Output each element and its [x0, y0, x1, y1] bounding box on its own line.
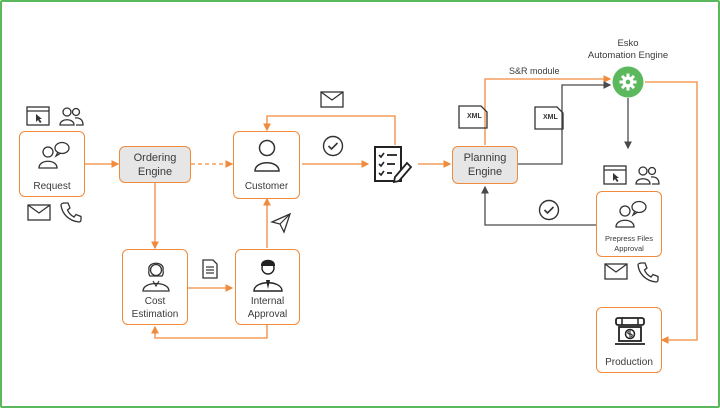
users-icon — [59, 107, 84, 126]
phone-icon — [60, 202, 82, 223]
sr-module-label: S&R module — [509, 66, 560, 76]
node-cost-estimation-label: Cost Estimation — [131, 296, 179, 320]
phone-icon — [637, 262, 659, 283]
businesswoman-icon — [142, 262, 170, 292]
businessman-icon — [253, 259, 283, 292]
node-internal-approval-label: Internal Approval — [247, 296, 288, 320]
edge-internal-cost-loop — [151, 325, 268, 339]
node-customer: Customer — [233, 131, 300, 199]
paper-plane-icon — [270, 212, 292, 234]
users-icon — [635, 166, 660, 185]
edge-checklist-customer — [263, 115, 396, 145]
xml-left-label: XML — [467, 113, 482, 120]
node-prepress-files-approval-label: Prepress Files Approval — [605, 234, 653, 253]
node-production: Production — [596, 307, 662, 373]
checkmark-icon — [538, 199, 560, 221]
edge-esko-production — [645, 81, 698, 344]
node-production-label: Production — [605, 357, 653, 368]
person-icon — [254, 139, 280, 172]
edge-planning-esko-xml — [518, 81, 612, 165]
xml-file-icon: XML — [458, 105, 488, 129]
xml-right-label: XML — [543, 114, 558, 121]
document-icon — [202, 259, 218, 279]
gear-icon — [612, 66, 644, 98]
esko-automation-engine-label: Esko Automation Engine — [587, 38, 669, 61]
node-ordering-engine: Ordering Engine — [119, 146, 191, 183]
node-ordering-engine-label: Ordering Engine — [133, 152, 177, 178]
checklist-pen-icon — [374, 146, 413, 184]
envelope-icon — [604, 263, 628, 280]
printing-press-icon — [615, 317, 645, 345]
node-request: Request — [19, 131, 85, 197]
node-prepress-files-approval: Prepress Files Approval — [596, 191, 662, 257]
person-chat-icon — [615, 200, 647, 228]
checkmark-icon — [322, 135, 344, 157]
node-internal-approval: Internal Approval — [235, 249, 300, 325]
xml-file-icon: XML — [534, 106, 564, 130]
envelope-icon — [320, 91, 344, 108]
browser-cursor-icon — [26, 106, 50, 126]
node-customer-label: Customer — [244, 181, 289, 192]
node-request-label: Request — [33, 181, 71, 192]
node-cost-estimation: Cost Estimation — [122, 249, 188, 325]
person-chat-icon — [38, 141, 70, 169]
edge-prepress-planning — [481, 185, 596, 226]
edge-planning-esko-sr — [484, 75, 612, 145]
node-planning-engine-label: Planning Engine — [463, 152, 507, 178]
browser-cursor-icon — [603, 165, 627, 185]
envelope-icon — [27, 204, 51, 221]
node-planning-engine: Planning Engine — [452, 146, 518, 184]
